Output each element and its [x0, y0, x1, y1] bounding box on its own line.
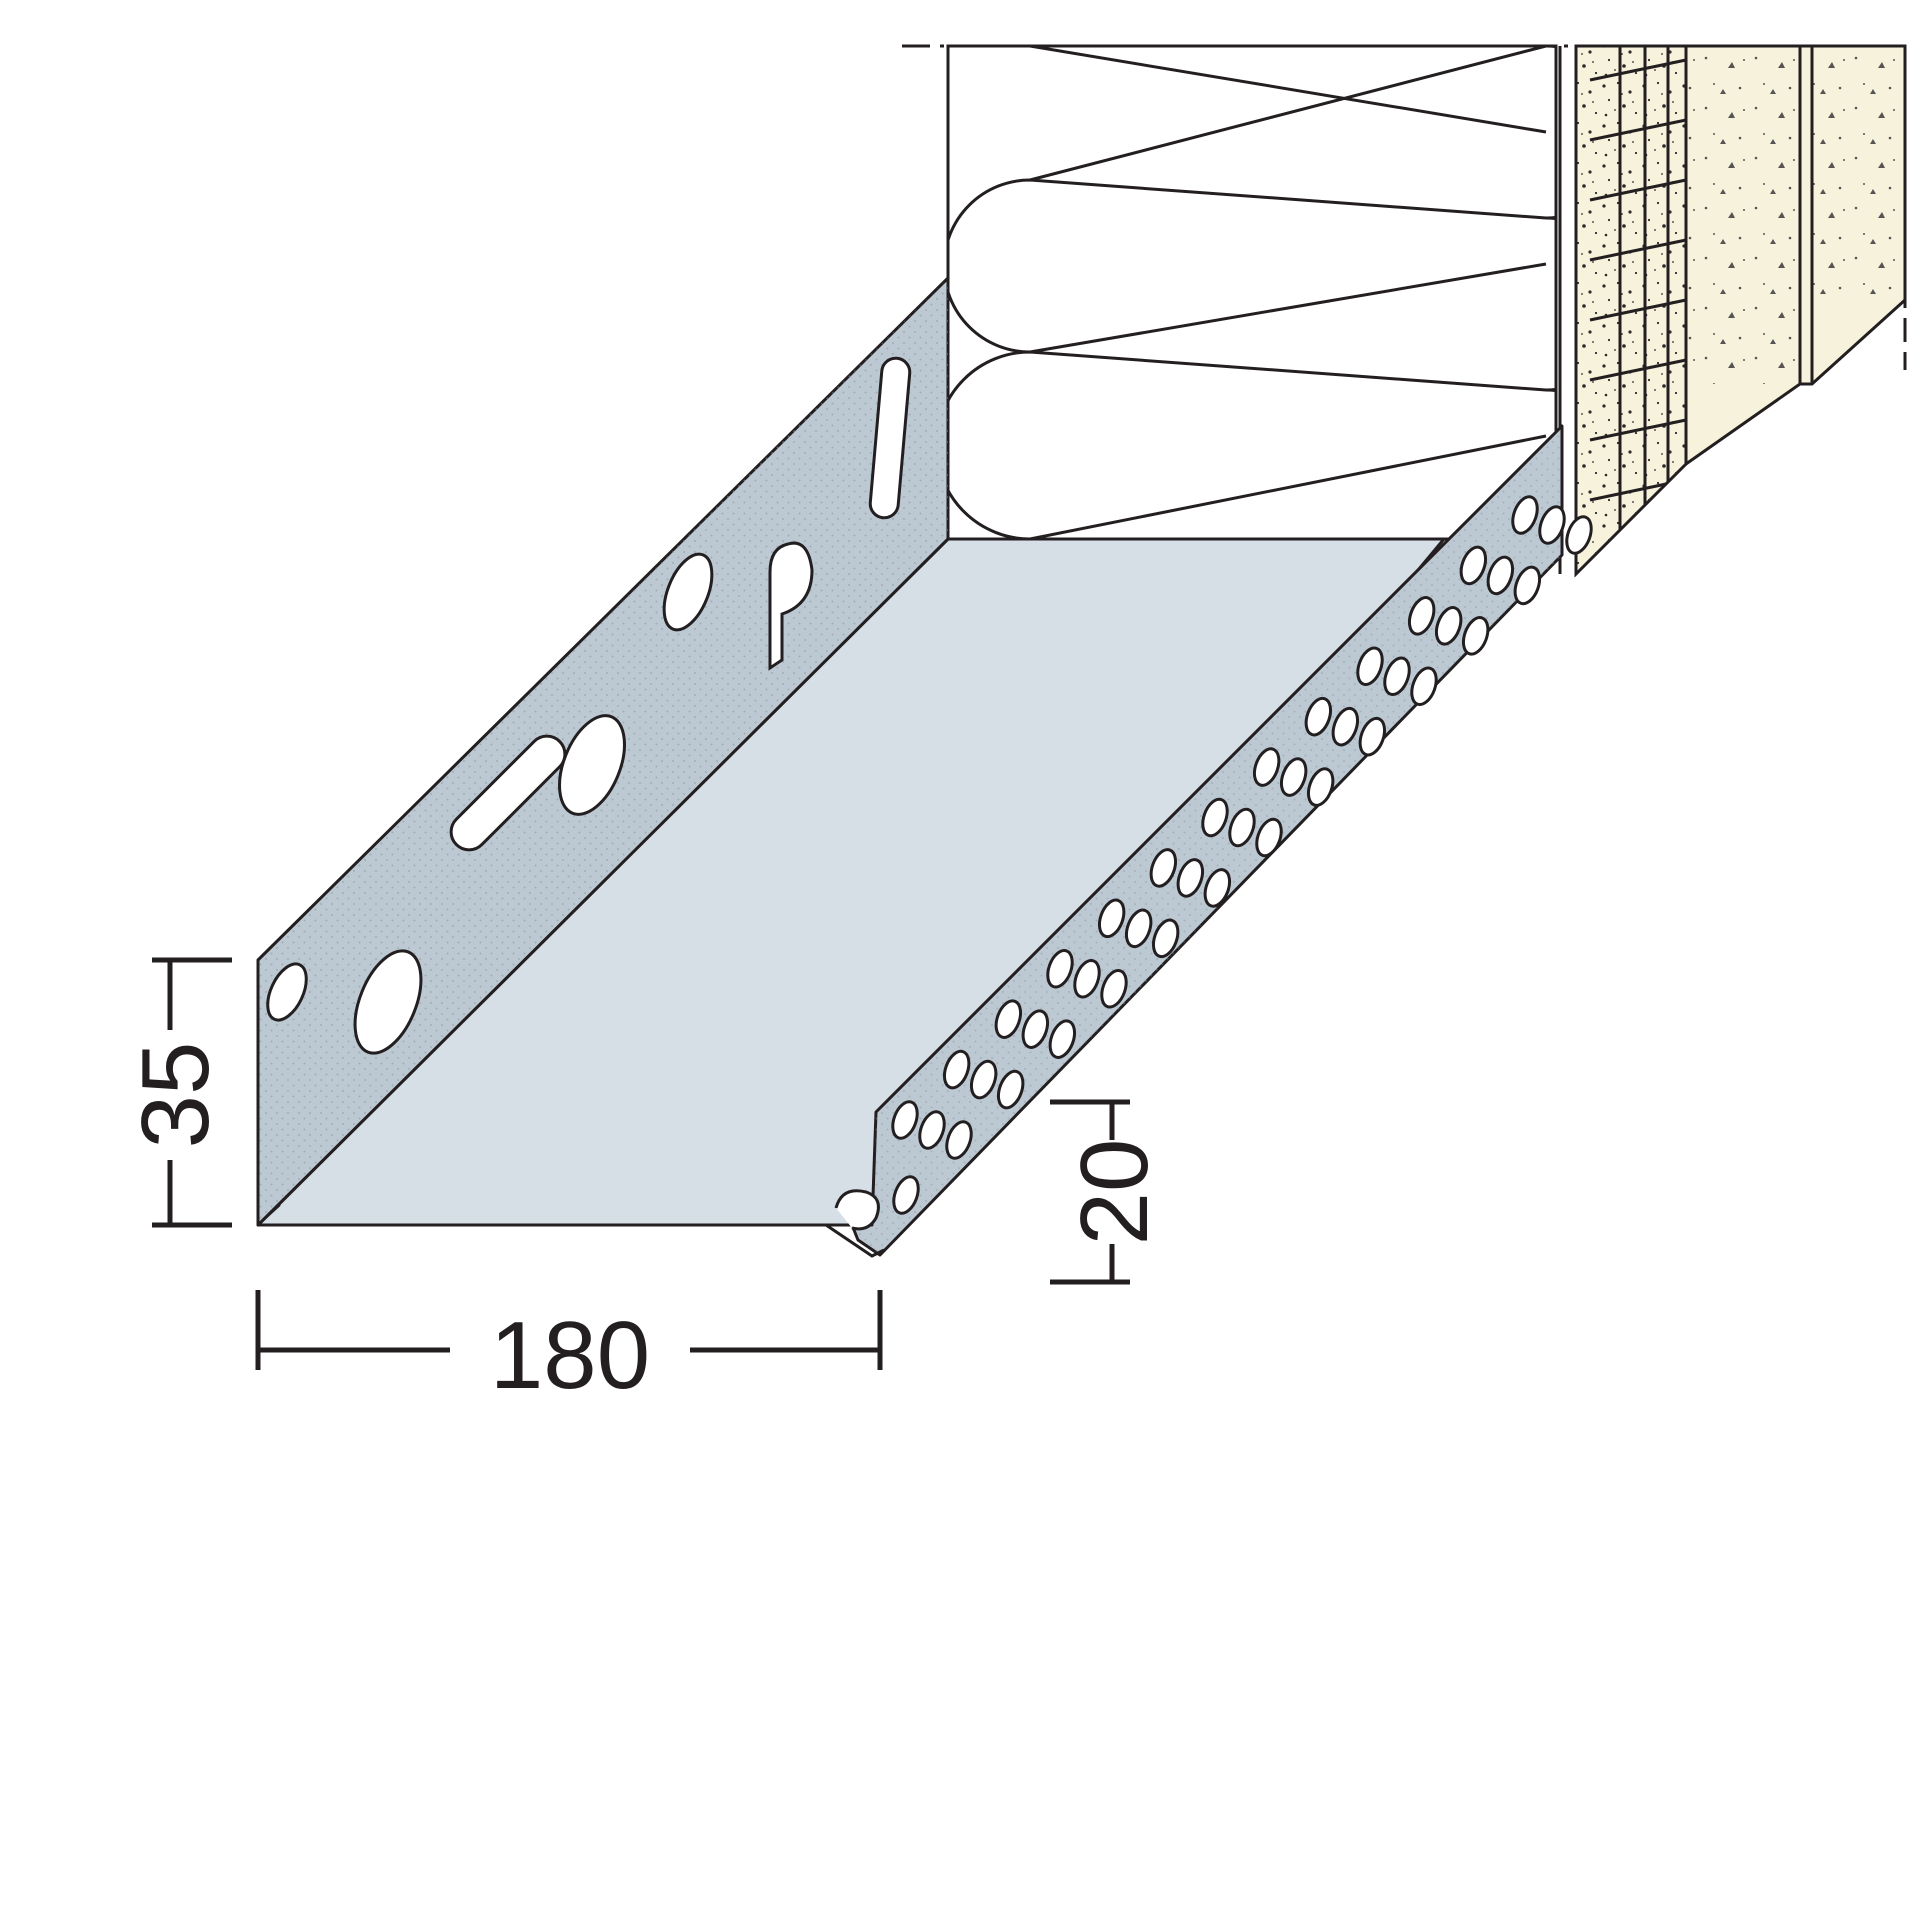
perforation-hole: [1151, 918, 1180, 959]
perforation-hole: [1331, 706, 1360, 747]
perforation-hole: [1459, 545, 1488, 586]
back-flange-holes: [266, 356, 912, 1055]
perforation-hole: [996, 1069, 1025, 1110]
reinforcement-mesh: [1589, 46, 1687, 530]
hole: [558, 714, 626, 816]
perforation-hole: [1410, 666, 1438, 706]
base-profile: [256, 276, 1593, 1258]
perforation-hole: [1203, 868, 1232, 908]
dimension-label-180: 180: [490, 1302, 650, 1409]
perforation-hole: [1407, 596, 1436, 636]
perforation-hole: [1358, 716, 1387, 757]
perforation-hole: [1073, 959, 1101, 999]
perforation-hole: [1279, 757, 1308, 797]
slot-hole: [868, 356, 912, 520]
hole: [353, 949, 423, 1055]
perforation-hole: [1100, 969, 1128, 1009]
perforation-hole: [1176, 858, 1205, 898]
profile-drip-nose: [834, 1189, 880, 1231]
perforation-hole: [1434, 606, 1463, 646]
perforation-hole: [1306, 767, 1335, 807]
perforation-hole: [892, 1175, 920, 1215]
perforation-hole: [918, 1110, 946, 1150]
perforation-hole: [1097, 898, 1126, 939]
hole: [266, 962, 308, 1022]
perforation-hole: [969, 1059, 998, 1100]
insulation-block: [946, 44, 1558, 541]
dimension-width: [255, 1290, 883, 1370]
slot-hole: [449, 734, 567, 852]
dimension-label-20: 20: [1061, 1139, 1168, 1246]
perforation-hole: [1255, 817, 1283, 858]
perforation-hole: [994, 999, 1023, 1039]
perforation-hole: [1511, 495, 1539, 535]
dimension-height-front: [1050, 1099, 1130, 1285]
perforation-hole: [1486, 555, 1515, 596]
perforation-hole: [1538, 505, 1566, 545]
perforation-hole: [1124, 908, 1153, 949]
perforation-hole: [1201, 797, 1229, 838]
wall-layers: [902, 44, 1907, 578]
perforation-hole: [1048, 1019, 1077, 1059]
perforation-hole: [891, 1100, 919, 1140]
perforation-hole: [942, 1049, 971, 1090]
perforation-hole: [1228, 807, 1256, 848]
dimension-height-back: [152, 957, 232, 1228]
keyhole-hole: [768, 541, 814, 671]
perforation-hole: [1046, 949, 1074, 989]
perforation-hole: [1513, 565, 1542, 606]
perforation-hole: [1021, 1009, 1050, 1049]
dimension-label-35: 35: [122, 1042, 229, 1149]
perforation-hole: [1252, 747, 1281, 787]
perforation-hole: [1565, 515, 1593, 555]
perforation-hole: [1461, 616, 1490, 656]
front-flange-perforations: [891, 495, 1593, 1215]
insulation-wave-lines: [948, 46, 1556, 539]
perforation-hole: [1383, 656, 1411, 696]
perforation-hole: [945, 1120, 973, 1160]
hole: [662, 552, 714, 632]
perforation-hole: [1304, 696, 1333, 737]
perforation-hole: [1149, 848, 1178, 888]
perforation-hole: [1356, 646, 1384, 686]
